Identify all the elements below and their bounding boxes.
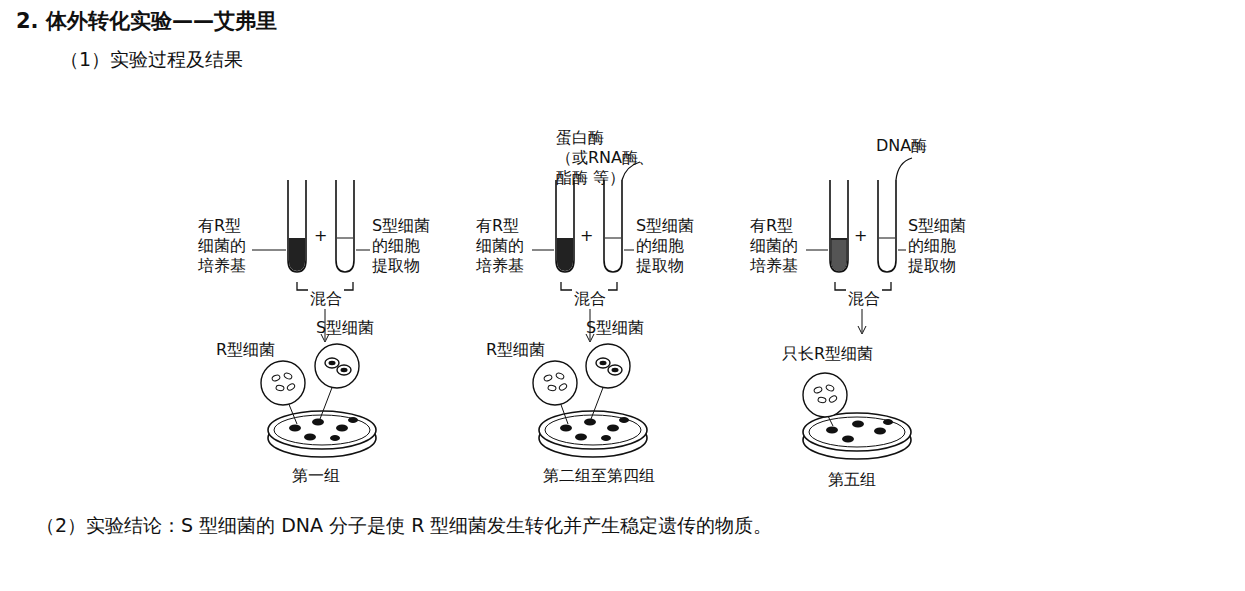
colony-label: 只长R型细菌 [782,344,873,364]
mix-label: 混合 [308,289,344,309]
step-heading: （1）实验过程及结果 [60,48,243,72]
tube-label: 有R型 细菌的 培养基 [750,216,798,276]
mix-label: 混合 [846,289,882,309]
mix-label: 混合 [572,289,608,309]
plus-sign: + [854,226,867,246]
group-label: 第二组至第四组 [543,466,655,486]
colony-label: S型细菌 [316,318,374,338]
tube-label: 有R型 细菌的 培养基 [476,216,524,276]
tube-label: 有R型 细菌的 培养基 [198,216,246,276]
plus-sign: + [314,226,327,246]
group-label: 第五组 [828,470,876,490]
group-label: 第一组 [292,466,340,486]
plus-sign: + [580,226,593,246]
enzyme-label: DNA酶 [876,136,927,156]
conclusion: （2）实验结论：S 型细菌的 DNA 分子是使 R 型细菌发生转化并产生稳定遗传… [36,514,772,538]
tube-label: S型细菌 的细胞 提取物 [908,216,966,276]
tube-label: S型细菌 的细胞 提取物 [636,216,694,276]
tube-label: S型细菌 的细胞 提取物 [372,216,430,276]
enzyme-label: 蛋白酶（或RNA酶、酯酶 等） [556,128,654,188]
colony-label: S型细菌 [586,318,644,338]
colony-label: R型细菌 [486,340,545,360]
heading: 2. 体外转化实验——艾弗里 [16,8,277,34]
colony-label: R型细菌 [216,340,275,360]
